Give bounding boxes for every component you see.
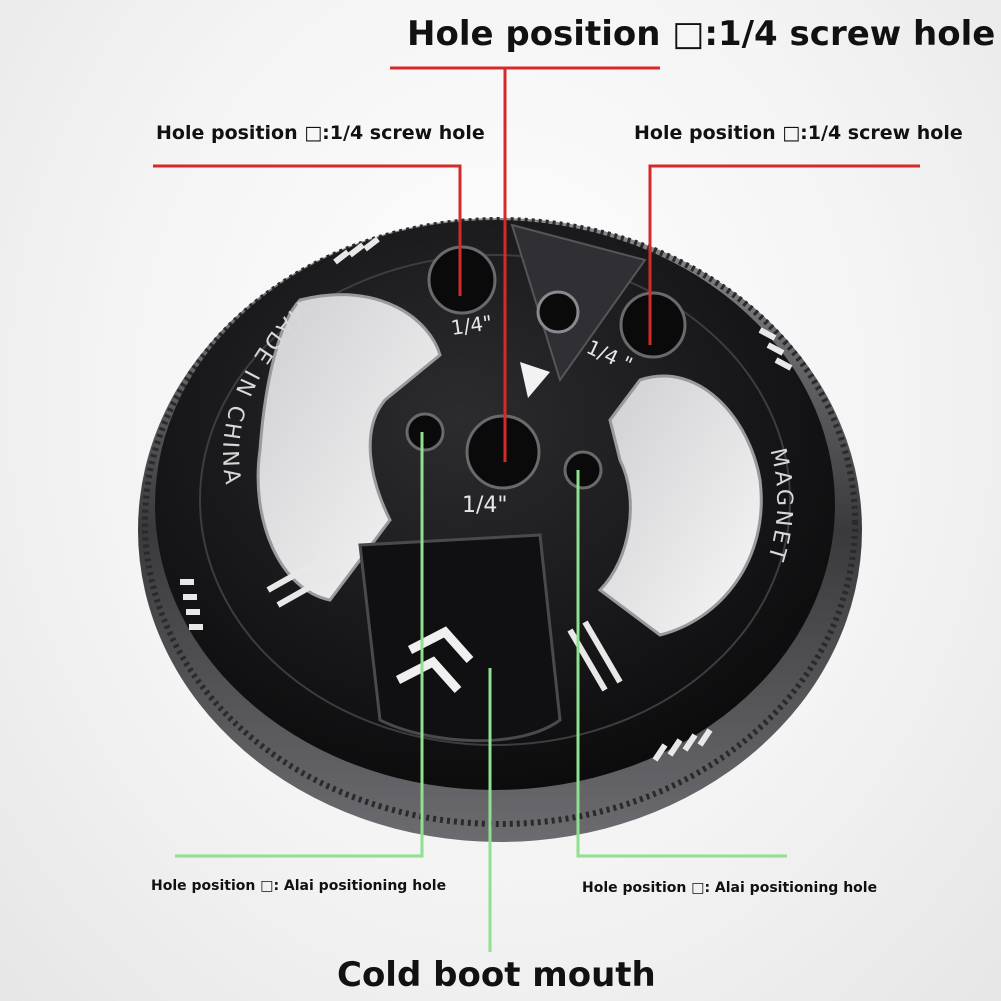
right-positioning-hole	[563, 450, 603, 490]
left-screw-hole	[427, 245, 497, 315]
screw-hole-callouts	[153, 66, 920, 462]
small-top-hole	[536, 290, 580, 334]
right-cutout	[597, 374, 763, 637]
label-top-screw-hole: Hole position □:1/4 screw hole	[407, 14, 996, 54]
label-cold-boot-mouth: Cold boot mouth	[337, 955, 656, 995]
top-wedge	[510, 223, 647, 383]
callout-positioning-right	[576, 470, 787, 858]
callout-positioning-left	[175, 432, 424, 858]
inner-ring	[199, 254, 791, 746]
label-right-positioning-hole: Hole position □: Alai positioning hole	[582, 880, 878, 896]
direction-triangle	[520, 362, 550, 398]
right-screw-hole	[619, 291, 687, 359]
knurled-ring	[142, 217, 858, 827]
center-screw-hole	[465, 414, 541, 490]
callout-left-line	[153, 164, 462, 296]
label-right-screw-hole: Hole position □:1/4 screw hole	[634, 122, 963, 144]
left-positioning-hole	[405, 412, 445, 452]
mount-plate: MADE IN CHINA MAGNET 1/4" 1/4" 1/4 "	[138, 217, 862, 842]
left-cutout	[256, 293, 442, 602]
callout-right-line	[648, 164, 920, 345]
label-left-positioning-hole: Hole position □: Alai positioning hole	[151, 878, 447, 894]
quarter-label-left: 1/4"	[449, 310, 493, 340]
positioning-callouts	[175, 432, 787, 952]
cold-boot-channel	[358, 533, 562, 743]
quarter-label-center: 1/4"	[462, 493, 508, 518]
stripe-marks	[180, 236, 793, 762]
label-left-screw-hole: Hole position □:1/4 screw hole	[156, 122, 485, 144]
